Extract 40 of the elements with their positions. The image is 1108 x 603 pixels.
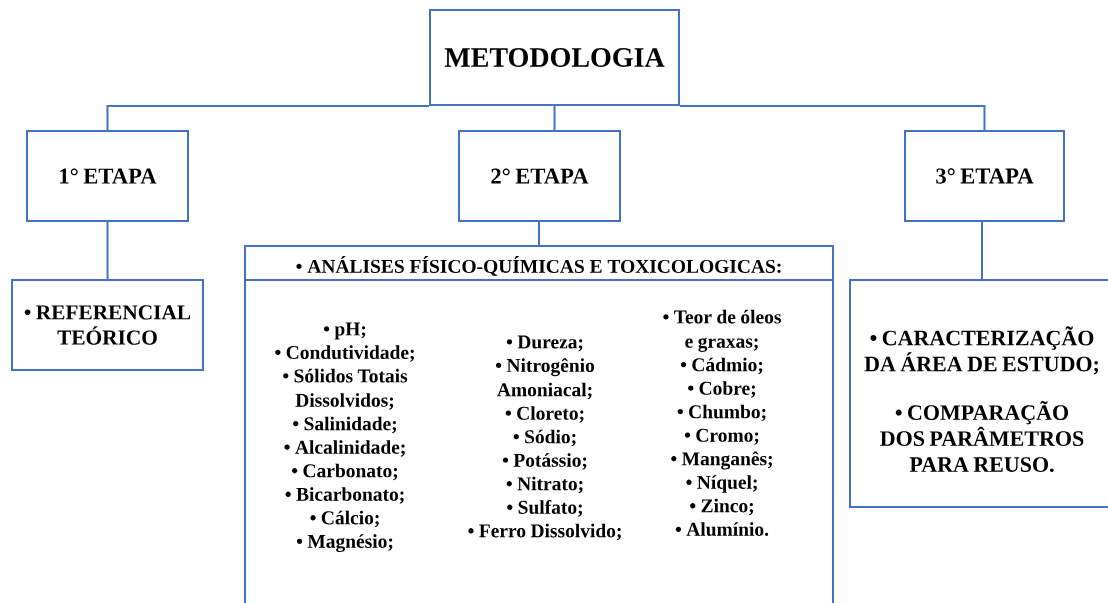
header-text: • ANÁLISES FÍSICO-QUÍMICAS E TOXICOLOGICAS: bbox=[296, 256, 781, 276]
list-item: • Níquel; bbox=[686, 475, 757, 493]
box-text: 3° ETAPA bbox=[936, 168, 1034, 184]
list-item: • Cromo; bbox=[684, 428, 759, 445]
list-item: • Salinidade; bbox=[293, 416, 397, 434]
list-item: • Cálcio; bbox=[310, 510, 379, 528]
list-item: • Zinco; bbox=[690, 498, 754, 516]
list-item: • pH; bbox=[323, 322, 366, 340]
list-item: • Magnésio; bbox=[296, 534, 393, 552]
list-item: • Nitrogênio Amoniacal; bbox=[496, 358, 595, 400]
connector-line bbox=[679, 105, 986, 131]
list-item: • Sódio; bbox=[513, 429, 576, 447]
box-text: METODOLOGIA bbox=[444, 48, 665, 67]
list-item: • Chumbo; bbox=[677, 404, 766, 422]
box-text: 2° ETAPA bbox=[491, 168, 589, 184]
connector-line bbox=[553, 105, 556, 131]
box-text: 1° ETAPA bbox=[60, 168, 157, 184]
list-item: • Dureza; bbox=[506, 335, 583, 352]
list-item: • Sulfato; bbox=[507, 499, 582, 517]
list-item: • Alcalinidade; bbox=[284, 440, 405, 457]
list-item: • Carbonato; bbox=[292, 463, 398, 481]
connector-line bbox=[106, 221, 109, 280]
box-text: • CARACTERIZAÇÃO DA ÁREA DE ESTUDO; bbox=[864, 326, 1099, 375]
list-item: • Cádmio; bbox=[680, 357, 763, 375]
list-item: • Ferro Dissolvido; bbox=[468, 523, 621, 541]
list-item: • Sólidos Totais Dissolvidos; bbox=[283, 368, 408, 410]
list-item: • Alumínio. bbox=[675, 522, 769, 536]
connector-line bbox=[981, 221, 983, 280]
list-item: • Bicarbonato; bbox=[285, 487, 404, 504]
box-text: • REFERENCIAL TEÓRICO bbox=[24, 305, 191, 345]
list-item: • Cobre; bbox=[688, 381, 756, 398]
list-item: • Teor de óleos e graxas; bbox=[663, 309, 781, 352]
list-item: • Condutividade; bbox=[275, 345, 414, 362]
connector-line bbox=[538, 221, 540, 246]
list-item: • Manganês; bbox=[671, 451, 772, 470]
list-item: • Potássio; bbox=[502, 453, 587, 470]
list-item: • Nitrato; bbox=[506, 476, 583, 494]
box-text: • COMPARAÇÃO DOS PARÂMETROS PARA REUSO. bbox=[880, 400, 1084, 473]
list-item: • Cloreto; bbox=[505, 406, 584, 423]
connector-line bbox=[106, 105, 430, 131]
